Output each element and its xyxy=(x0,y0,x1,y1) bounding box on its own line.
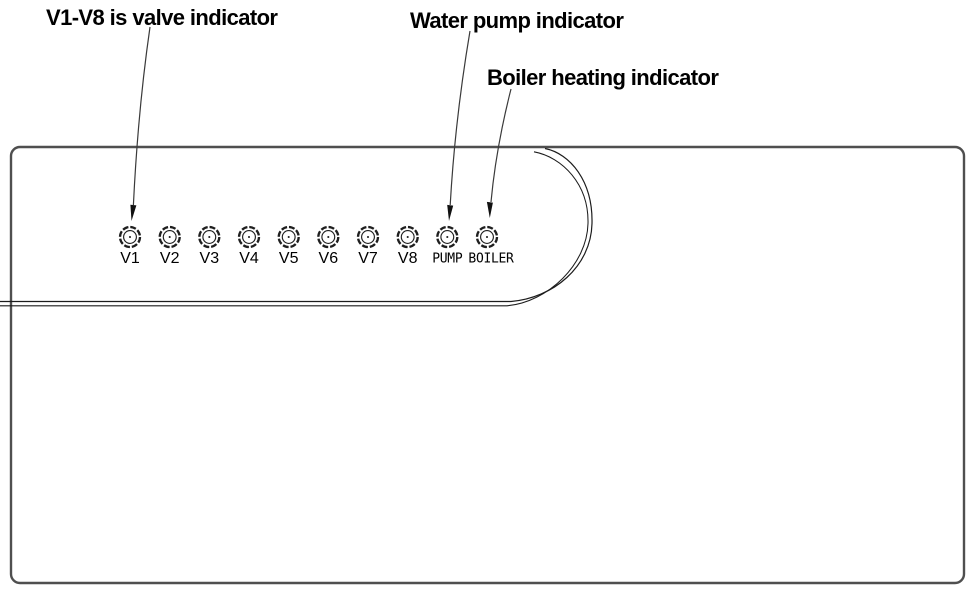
annotation-water-pump-indicator: Water pump indicator xyxy=(410,8,624,33)
led-center-dot xyxy=(168,235,171,239)
indicator-v8: V8 xyxy=(396,225,419,267)
indicator-v4: V4 xyxy=(237,225,261,267)
indicator-row: V1 V2 V3 V4 xyxy=(118,225,514,267)
led-center-dot xyxy=(485,235,489,239)
valve-leader-line xyxy=(132,26,151,206)
indicator-v6: V6 xyxy=(317,225,340,267)
indicator-v5: V5 xyxy=(277,225,300,267)
indicator-v2: V2 xyxy=(158,225,181,267)
indicator-label: V7 xyxy=(358,250,378,267)
indicator-label: PUMP xyxy=(432,252,463,267)
indicator-label: V1 xyxy=(120,250,140,267)
pump-leader-line xyxy=(449,30,471,206)
indicator-v7: V7 xyxy=(356,225,380,267)
indicator-label: V6 xyxy=(319,250,339,267)
indicator-pump: PUMP xyxy=(432,225,463,267)
led-center-dot xyxy=(247,235,251,239)
indicator-label: V4 xyxy=(239,250,259,267)
indicator-v3: V3 xyxy=(198,225,221,267)
led-center-dot xyxy=(128,235,132,239)
valve-arrowhead-icon xyxy=(130,204,137,221)
annotation-valve-indicator: V1-V8 is valve indicator xyxy=(46,5,278,30)
indicator-label: V2 xyxy=(160,250,180,267)
indicator-boiler: BOILER xyxy=(468,225,514,267)
led-center-dot xyxy=(366,235,370,239)
indicator-label: V8 xyxy=(398,250,418,267)
indicator-label: BOILER xyxy=(468,252,514,267)
led-center-dot xyxy=(287,235,290,239)
annotation-boiler-heating-indicator: Boiler heating indicator xyxy=(487,65,719,90)
indicator-v1: V1 xyxy=(118,225,142,267)
indicator-band-edge-inner xyxy=(0,151,589,307)
boiler-leader-line xyxy=(490,88,512,203)
indicator-band-edge-outer xyxy=(0,147,593,303)
led-center-dot xyxy=(406,235,409,239)
device-panel-outline xyxy=(9,145,966,585)
led-center-dot xyxy=(446,235,449,239)
indicator-label: V5 xyxy=(279,250,299,267)
pump-arrowhead-icon xyxy=(447,204,454,221)
boiler-arrowhead-icon xyxy=(486,201,493,218)
led-center-dot xyxy=(327,235,330,239)
indicator-label: V3 xyxy=(200,250,220,267)
led-center-dot xyxy=(208,235,211,239)
